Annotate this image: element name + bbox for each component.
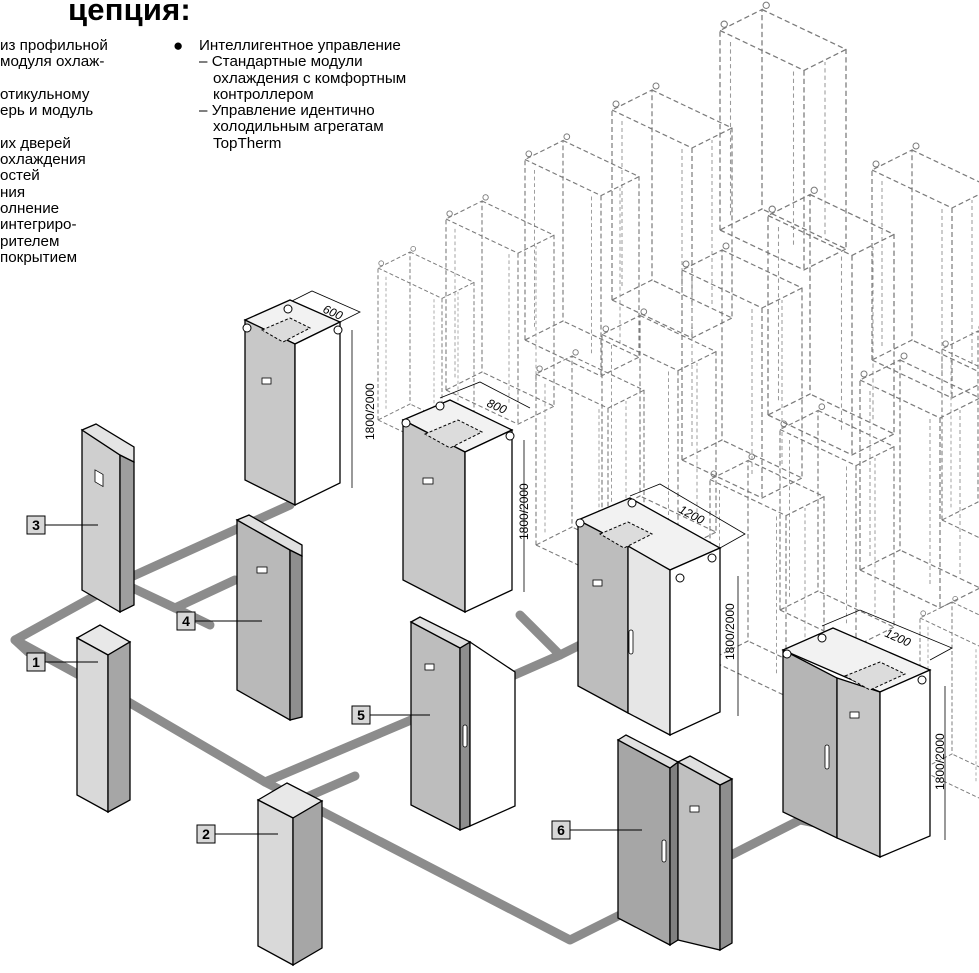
module-2 xyxy=(256,782,324,967)
callout-1: 1 xyxy=(32,654,40,670)
subitem-line: Стандартные модули xyxy=(211,53,363,71)
left-line: их дверей xyxy=(0,134,71,152)
module-5 xyxy=(409,616,516,832)
left-line: интегриро- xyxy=(0,216,77,234)
left-line: охлаждения xyxy=(0,151,86,169)
feature-subitem: – Стандартные модули охлаждения с комфор… xyxy=(171,54,511,103)
left-line: из профильной xyxy=(0,37,108,54)
left-line: ерь и модуль xyxy=(0,102,94,120)
enclosure-1200-a xyxy=(575,483,746,737)
subitem-line: TopTherm xyxy=(213,134,282,152)
dim-height-a: 1800/2000 xyxy=(363,383,377,440)
left-line: модуля охлаж- xyxy=(0,53,105,71)
callout-leaders xyxy=(45,524,642,835)
enclosure-1200-b xyxy=(781,609,953,858)
dim-height-c: 1800/2000 xyxy=(723,603,737,660)
callout-4: 4 xyxy=(182,613,190,629)
subitem-line: охлаждения с комфортным xyxy=(213,69,407,87)
left-line: ния xyxy=(0,183,26,201)
dim-1200-a: 1200 xyxy=(677,502,707,527)
left-line xyxy=(0,119,165,135)
dash: – xyxy=(199,102,208,120)
left-line: покрытием xyxy=(0,248,78,266)
module-6 xyxy=(616,734,734,952)
callout-5: 5 xyxy=(357,707,365,723)
module-1 xyxy=(75,624,132,814)
dim-height-d: 1800/2000 xyxy=(933,733,947,790)
page-heading: цепция: xyxy=(68,0,191,27)
dim-800: 800 xyxy=(485,396,509,417)
subitem-line: холодильным агрегатам xyxy=(213,118,384,136)
feature-list: ● Интеллигентное управление – Стандартны… xyxy=(171,36,511,152)
dim-1200-b: 1200 xyxy=(883,626,913,650)
enclosure-600 xyxy=(242,290,361,507)
feature-title: Интеллигентное управление xyxy=(199,37,401,54)
left-line xyxy=(0,71,165,87)
callout-boxes: 3 1 4 2 5 6 xyxy=(26,515,571,844)
left-line: остей xyxy=(0,167,40,185)
enclosure-800 xyxy=(401,381,531,614)
module-3 xyxy=(80,423,135,614)
callout-3: 3 xyxy=(32,517,40,533)
dim-height-b: 1800/2000 xyxy=(517,483,531,540)
feature-subitem: – Управление идентично холодильным агрег… xyxy=(171,103,511,152)
feature-bullet-item: ● Интеллигентное управление xyxy=(171,36,511,55)
left-feature-text: из профильной модуля охлаж- отикульному … xyxy=(0,37,165,266)
left-line: отикульному xyxy=(0,85,90,103)
subitem-line: контроллером xyxy=(213,85,314,103)
callout-2: 2 xyxy=(202,826,210,842)
module-4 xyxy=(235,514,303,722)
left-line: рителем xyxy=(0,232,60,250)
bullet-dot-icon: ● xyxy=(173,36,184,55)
subitem-line: Управление идентично xyxy=(211,102,375,120)
left-line: олнение xyxy=(0,199,60,217)
dash: – xyxy=(199,53,208,71)
callout-6: 6 xyxy=(557,822,565,838)
